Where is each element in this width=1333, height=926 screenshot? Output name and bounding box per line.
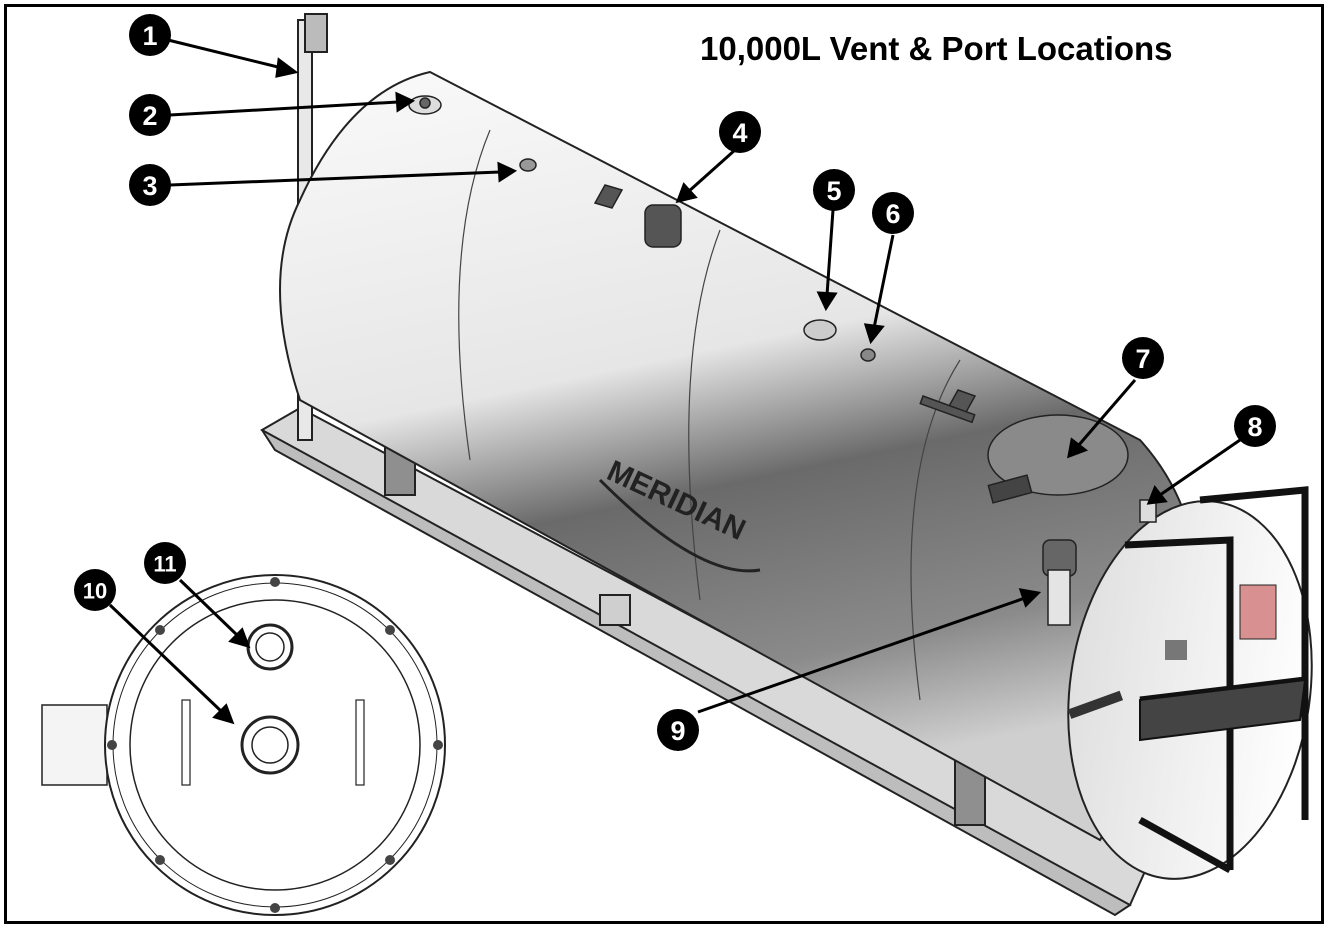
callout-7: 7 (1122, 337, 1164, 379)
callout-11: 11 (144, 542, 186, 584)
callout-2: 2 (129, 94, 171, 136)
callout-8: 8 (1234, 405, 1276, 447)
svg-text:11: 11 (153, 552, 176, 577)
svg-text:9: 9 (670, 716, 685, 746)
callout-6: 6 (872, 192, 914, 234)
svg-text:5: 5 (826, 176, 841, 206)
callout-1: 1 (129, 14, 171, 56)
svg-text:7: 7 (1135, 344, 1150, 374)
callout-3: 3 (129, 164, 171, 206)
leader-lines (108, 38, 1241, 725)
callout-9: 9 (657, 709, 699, 751)
callout-10: 10 (74, 569, 116, 611)
manway-cover-inset (41, 574, 446, 916)
diagram-title: 10,000L Vent & Port Locations (700, 30, 1173, 67)
diagram-frame (4, 4, 1324, 924)
svg-text:3: 3 (142, 171, 157, 201)
tank-body (279, 70, 1313, 880)
svg-text:8: 8 (1247, 412, 1262, 442)
callout-5: 5 (813, 169, 855, 211)
tank-fittings (408, 95, 1157, 626)
svg-text:6: 6 (885, 199, 900, 229)
svg-text:1: 1 (142, 21, 157, 51)
svg-text:10: 10 (83, 579, 107, 604)
callout-4: 4 (719, 111, 761, 153)
svg-text:2: 2 (142, 101, 157, 131)
svg-text:4: 4 (732, 118, 747, 148)
ladder-platform (1124, 486, 1309, 874)
